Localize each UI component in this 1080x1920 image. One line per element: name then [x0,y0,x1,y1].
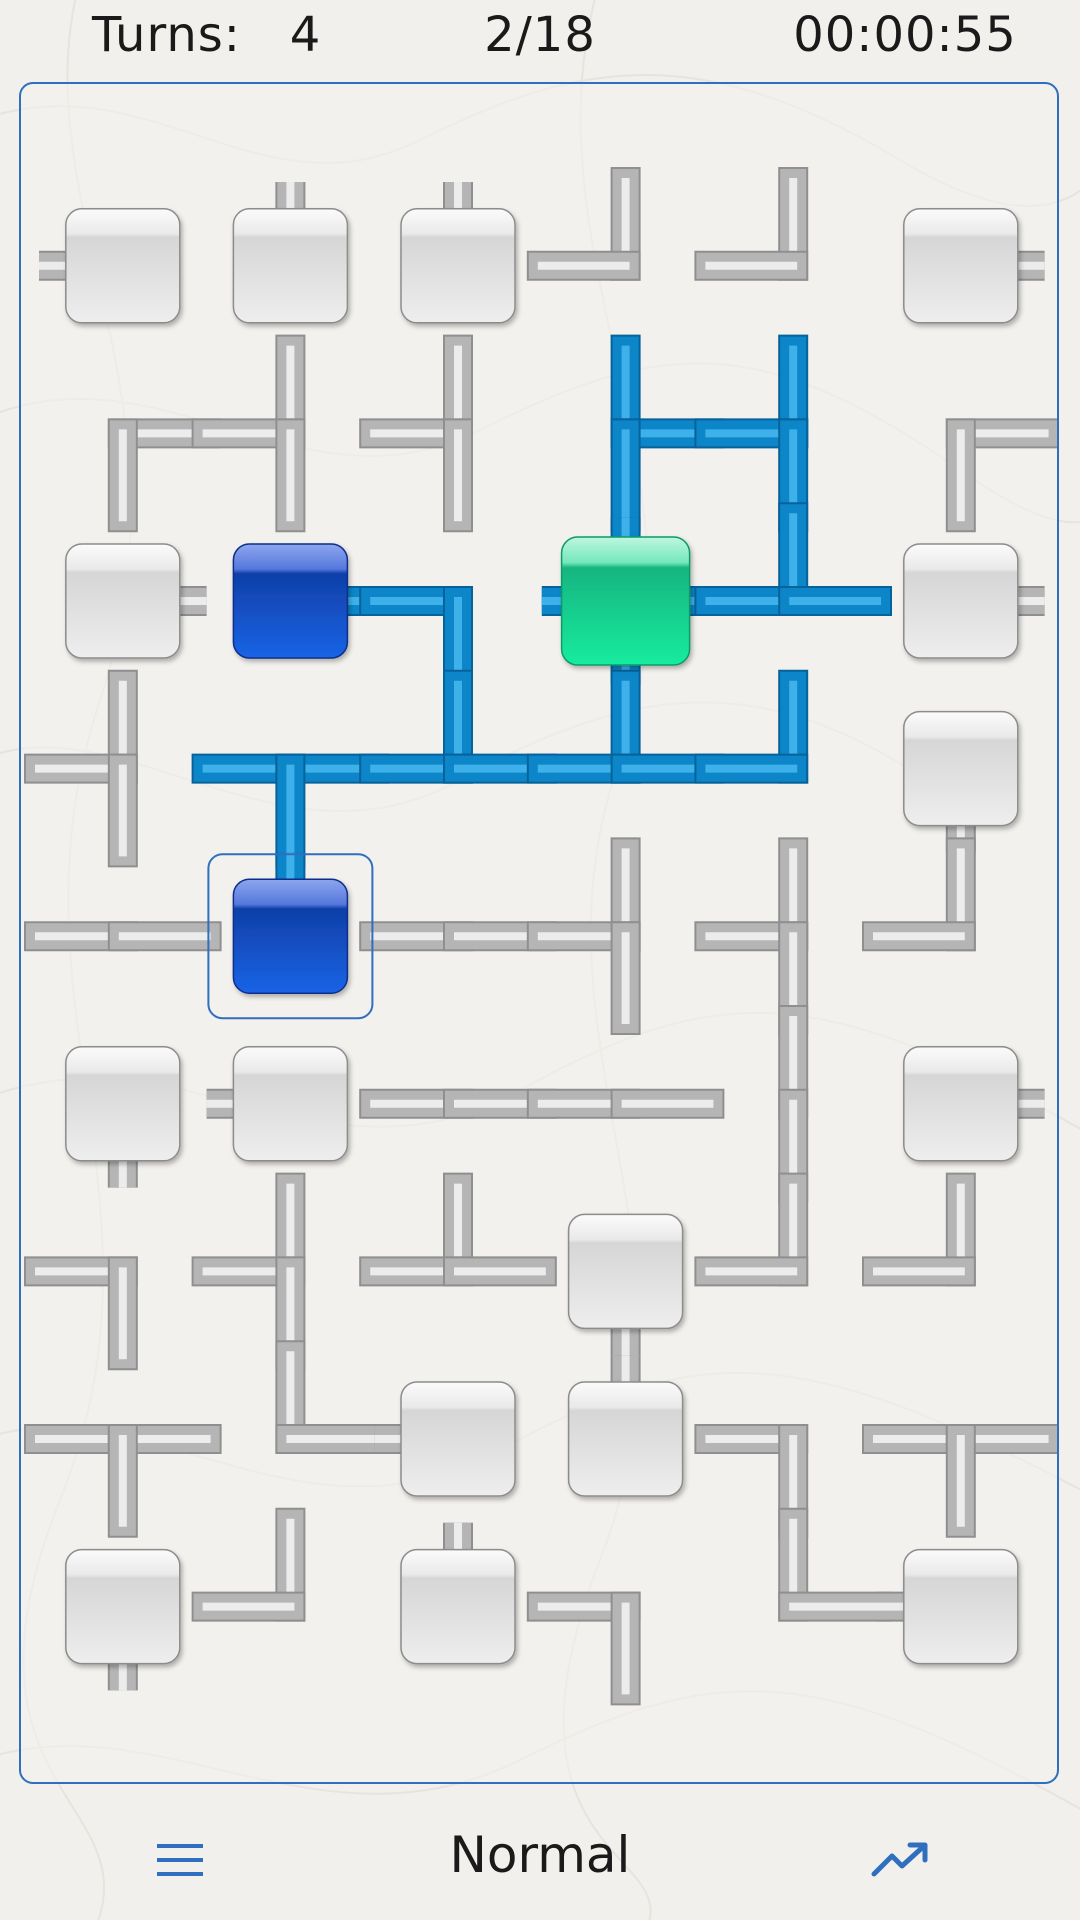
disconnected-node[interactable] [65,1046,181,1162]
menu-button[interactable] [140,1800,220,1920]
disconnected-node[interactable] [903,710,1019,827]
disconnected-node[interactable] [903,208,1019,324]
pipe-tile[interactable] [526,669,725,784]
pipe-tile[interactable] [694,837,809,1035]
selection-frame [207,853,374,1020]
pipe-tile[interactable] [359,1172,557,1287]
disconnected-node[interactable] [903,1046,1019,1162]
pipe-tile[interactable] [526,837,641,1035]
turns-label: Turns: [92,7,241,63]
pipe-tile[interactable] [694,669,809,784]
pipe-tile[interactable] [526,1591,641,1706]
connected-node[interactable] [232,878,349,994]
disconnected-node[interactable] [65,208,181,324]
pipe-tile[interactable] [191,1172,306,1371]
disconnected-node[interactable] [903,1548,1019,1665]
pipe-tile[interactable] [862,1424,1057,1538]
disconnected-node[interactable] [232,1046,349,1162]
pipe-tile[interactable] [24,1424,222,1538]
disconnected-node[interactable] [65,543,181,659]
elapsed-timer: 00:00:55 [793,7,1017,63]
pipe-tile[interactable] [694,167,809,281]
pipe-grid[interactable] [21,84,1057,1782]
pipe-tile[interactable] [778,1507,892,1622]
connected-node[interactable] [232,543,349,659]
trending-up-icon [871,1842,928,1877]
stats-button[interactable] [860,1800,940,1920]
pipe-tile[interactable] [694,334,809,533]
disconnected-node[interactable] [232,208,349,324]
game-board [19,82,1059,1784]
pipe-tile[interactable] [945,418,1057,533]
pipe-tile[interactable] [275,1340,390,1454]
pipe-tile[interactable] [359,669,557,784]
pipe-tile[interactable] [191,1507,306,1622]
disconnected-node[interactable] [567,1381,684,1497]
disconnected-node[interactable] [567,1213,684,1330]
difficulty-mode-label[interactable]: Normal [449,1826,631,1884]
disconnected-node[interactable] [400,208,516,324]
pipe-tile[interactable] [24,669,138,868]
turns-value: 4 [289,7,322,63]
turns-counter: Turns: 4 [92,0,352,70]
hamburger-menu-icon [157,1844,203,1876]
disconnected-node[interactable] [400,1548,516,1665]
pipe-tile[interactable] [694,1172,809,1287]
pipe-tile[interactable] [862,837,976,952]
pipe-tile[interactable] [191,753,390,868]
level-progress: 2/18 [484,7,596,63]
disconnected-node[interactable] [903,543,1019,659]
source-node[interactable] [560,536,691,666]
pipe-tile[interactable] [191,334,306,533]
pipe-tile[interactable] [24,1256,138,1371]
disconnected-node[interactable] [65,1548,181,1665]
pipe-tile[interactable] [862,1172,976,1287]
pipe-tile[interactable] [526,167,641,281]
pipe-tile[interactable] [694,502,892,616]
disconnected-node[interactable] [400,1381,516,1497]
pipe-tile[interactable] [359,334,473,533]
